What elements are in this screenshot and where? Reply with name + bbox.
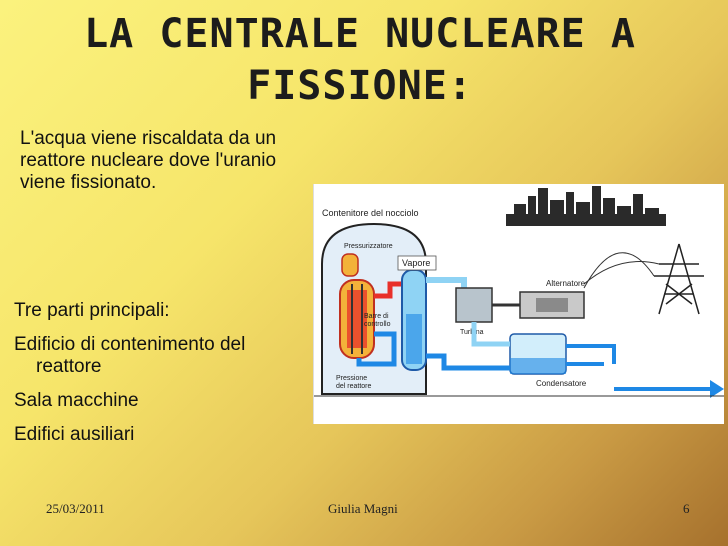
flow-arrow-icon (710, 380, 724, 398)
containment-label: Contenitore del nocciolo (322, 208, 419, 218)
alternator-rotor (536, 298, 568, 312)
turbine-icon (455, 287, 493, 323)
footer-date: 25/03/2011 (46, 501, 105, 516)
title-line-2: FISSIONE: (247, 63, 473, 109)
control-rods-label-2: controllo (364, 321, 391, 328)
list-item: Edifici ausiliari (14, 424, 135, 445)
list-item: Edificio di contenimento del reattore (14, 334, 246, 377)
power-line (583, 261, 660, 285)
main-parts-list: Tre parti principali: Edificio di conten… (14, 300, 314, 458)
cooling-pipe (566, 344, 616, 364)
condenser-label: Condensatore (536, 379, 587, 388)
steam-label: Vapore (402, 258, 430, 268)
pressurizer-label: Pressurizzatore (344, 243, 393, 250)
steam-label-box (397, 255, 437, 271)
footer-author: Giulia Magni (328, 501, 398, 516)
power-line (583, 252, 655, 289)
steam-generator-water (406, 314, 422, 364)
footer-page-number: 6 (683, 501, 690, 516)
nuclear-plant-diagram: Contenitore del nocciolo Pressurizzatore… (313, 184, 724, 424)
intro-paragraph: L'acqua viene riscaldata da un reattore … (20, 128, 277, 193)
cool-water-pipe (356, 331, 397, 367)
condenser-water (510, 358, 566, 374)
exhaust-pipe (471, 322, 510, 347)
return-pipe (426, 353, 510, 371)
title-line-1: LA CENTRALE NUCLEARE A (84, 11, 636, 57)
pressurizer (341, 253, 359, 277)
diagram-svg: Contenitore del nocciolo Pressurizzatore… (314, 186, 724, 398)
slide-title: LA CENTRALE NUCLEARE A FISSIONE: (40, 8, 680, 112)
hot-water-pipe (374, 281, 406, 299)
vessel-label-1: Pressione (336, 375, 367, 382)
alternator-label: Alternatore (546, 279, 586, 288)
city-skyline-icon (506, 186, 666, 226)
control-rods-label-1: Barre di (364, 313, 389, 320)
list-item: Tre parti principali: (14, 300, 170, 321)
vessel-label-2: del reattore (336, 383, 372, 390)
slide-footer: 25/03/2011 Giulia Magni 6 (0, 501, 728, 521)
list-item: Sala macchine (14, 390, 139, 411)
power-pylon-icon (654, 243, 704, 315)
